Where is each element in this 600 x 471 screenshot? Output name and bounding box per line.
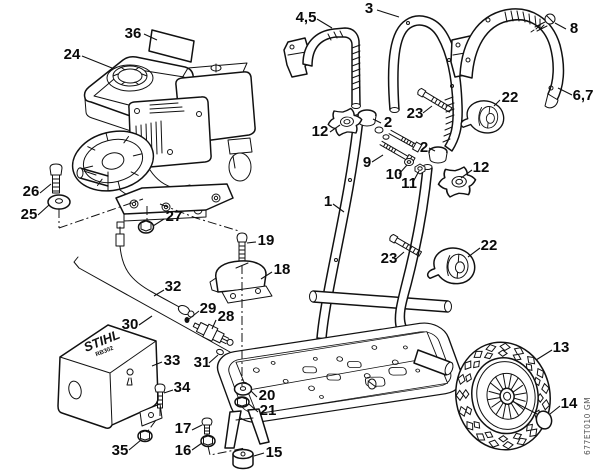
callout-18: 18 [274,261,291,278]
callout-36: 36 [125,25,142,42]
washer-small-b [382,134,390,140]
washer-20 [233,382,253,396]
callout-15: 15 [266,444,283,461]
front-leg-bracket [224,408,270,449]
nut-16 [200,434,216,448]
callout-8: 8 [570,20,578,37]
callout-14: 14 [561,395,578,412]
washer-25 [47,194,71,210]
nut-27 [137,220,155,234]
axle-stub [413,349,454,376]
drawing-number-watermark: 677ET010 GM [583,397,592,455]
handle-grip-right [450,8,565,109]
callout-1: 1 [324,193,332,210]
handle-grip-left [283,27,361,109]
rubber-foot-15 [232,448,254,470]
cap-2-second [428,146,448,164]
nut-11 [414,163,426,175]
callout-23-b: 23 [381,250,398,267]
bolt-23-lower [389,233,422,257]
valve-28 [192,321,234,346]
hub-cap-14 [535,410,553,430]
cover-33: STIHL RB302 [57,324,163,429]
callout-34: 34 [174,379,191,396]
engine-assembly-drawing [71,56,256,222]
callout-10: 10 [386,166,403,183]
callout-9: 9 [363,154,371,171]
throttle-control-18 [209,260,273,304]
callout-25: 25 [21,206,38,223]
bolt-19 [236,232,248,263]
cam-lever-22-first [460,100,505,134]
callout-32: 32 [165,278,182,295]
callout-13: 13 [553,339,570,356]
callout-33: 33 [164,352,181,369]
callout-3: 3 [365,0,373,17]
fuel-cap [106,64,154,92]
nut-21 [234,396,250,408]
callout-23-a: 23 [407,105,424,122]
washer-small-a [374,126,384,134]
bolt-26 [49,163,63,194]
bolt-17 [201,417,213,435]
wheel-13 [455,341,551,451]
screw-8 [530,13,556,33]
callout-26: 26 [23,183,40,200]
handle-tube-upper [387,15,463,152]
callout-6-7: 6,7 [573,87,594,104]
callout-24: 24 [64,46,81,63]
cam-lever-22-second [426,247,476,285]
crankshaft [76,167,109,191]
hubcap-pointer-line [511,400,538,415]
bolt-upper [388,129,423,153]
frame-deck [216,322,463,423]
callout-20: 20 [259,387,276,404]
callout-31: 31 [194,354,211,371]
washer-10 [404,158,414,166]
callout-30: 30 [122,316,139,333]
callout-leader-lines [37,9,573,457]
screw-34 [154,383,166,409]
callout-17: 17 [175,420,192,437]
callout-22-b: 22 [481,237,498,254]
callout-28: 28 [218,308,235,325]
callout-29: 29 [200,300,217,317]
recoil-starter [71,130,155,192]
bolt-23-upper [417,87,453,113]
ball-29 [184,317,190,323]
nut-35 [137,429,153,443]
callout-12-b: 12 [473,159,490,176]
callout-21: 21 [260,402,277,419]
throttle-cable-32 [115,221,195,318]
callout-12-a: 12 [312,123,329,140]
callout-16: 16 [175,442,192,459]
callout-11: 11 [401,175,417,192]
callout-27: 27 [166,208,183,225]
info-label-sticker [148,29,195,63]
callout-2-b: 2 [420,139,428,156]
callout-2-a: 2 [384,114,392,131]
callout-4-5: 4,5 [296,9,317,26]
assembly-axis-lines [58,198,246,456]
callout-22-a: 22 [502,89,519,106]
callout-35: 35 [112,442,129,459]
deck-pin [367,378,377,390]
callout-19: 19 [258,232,275,249]
knob-12-first [327,107,363,137]
